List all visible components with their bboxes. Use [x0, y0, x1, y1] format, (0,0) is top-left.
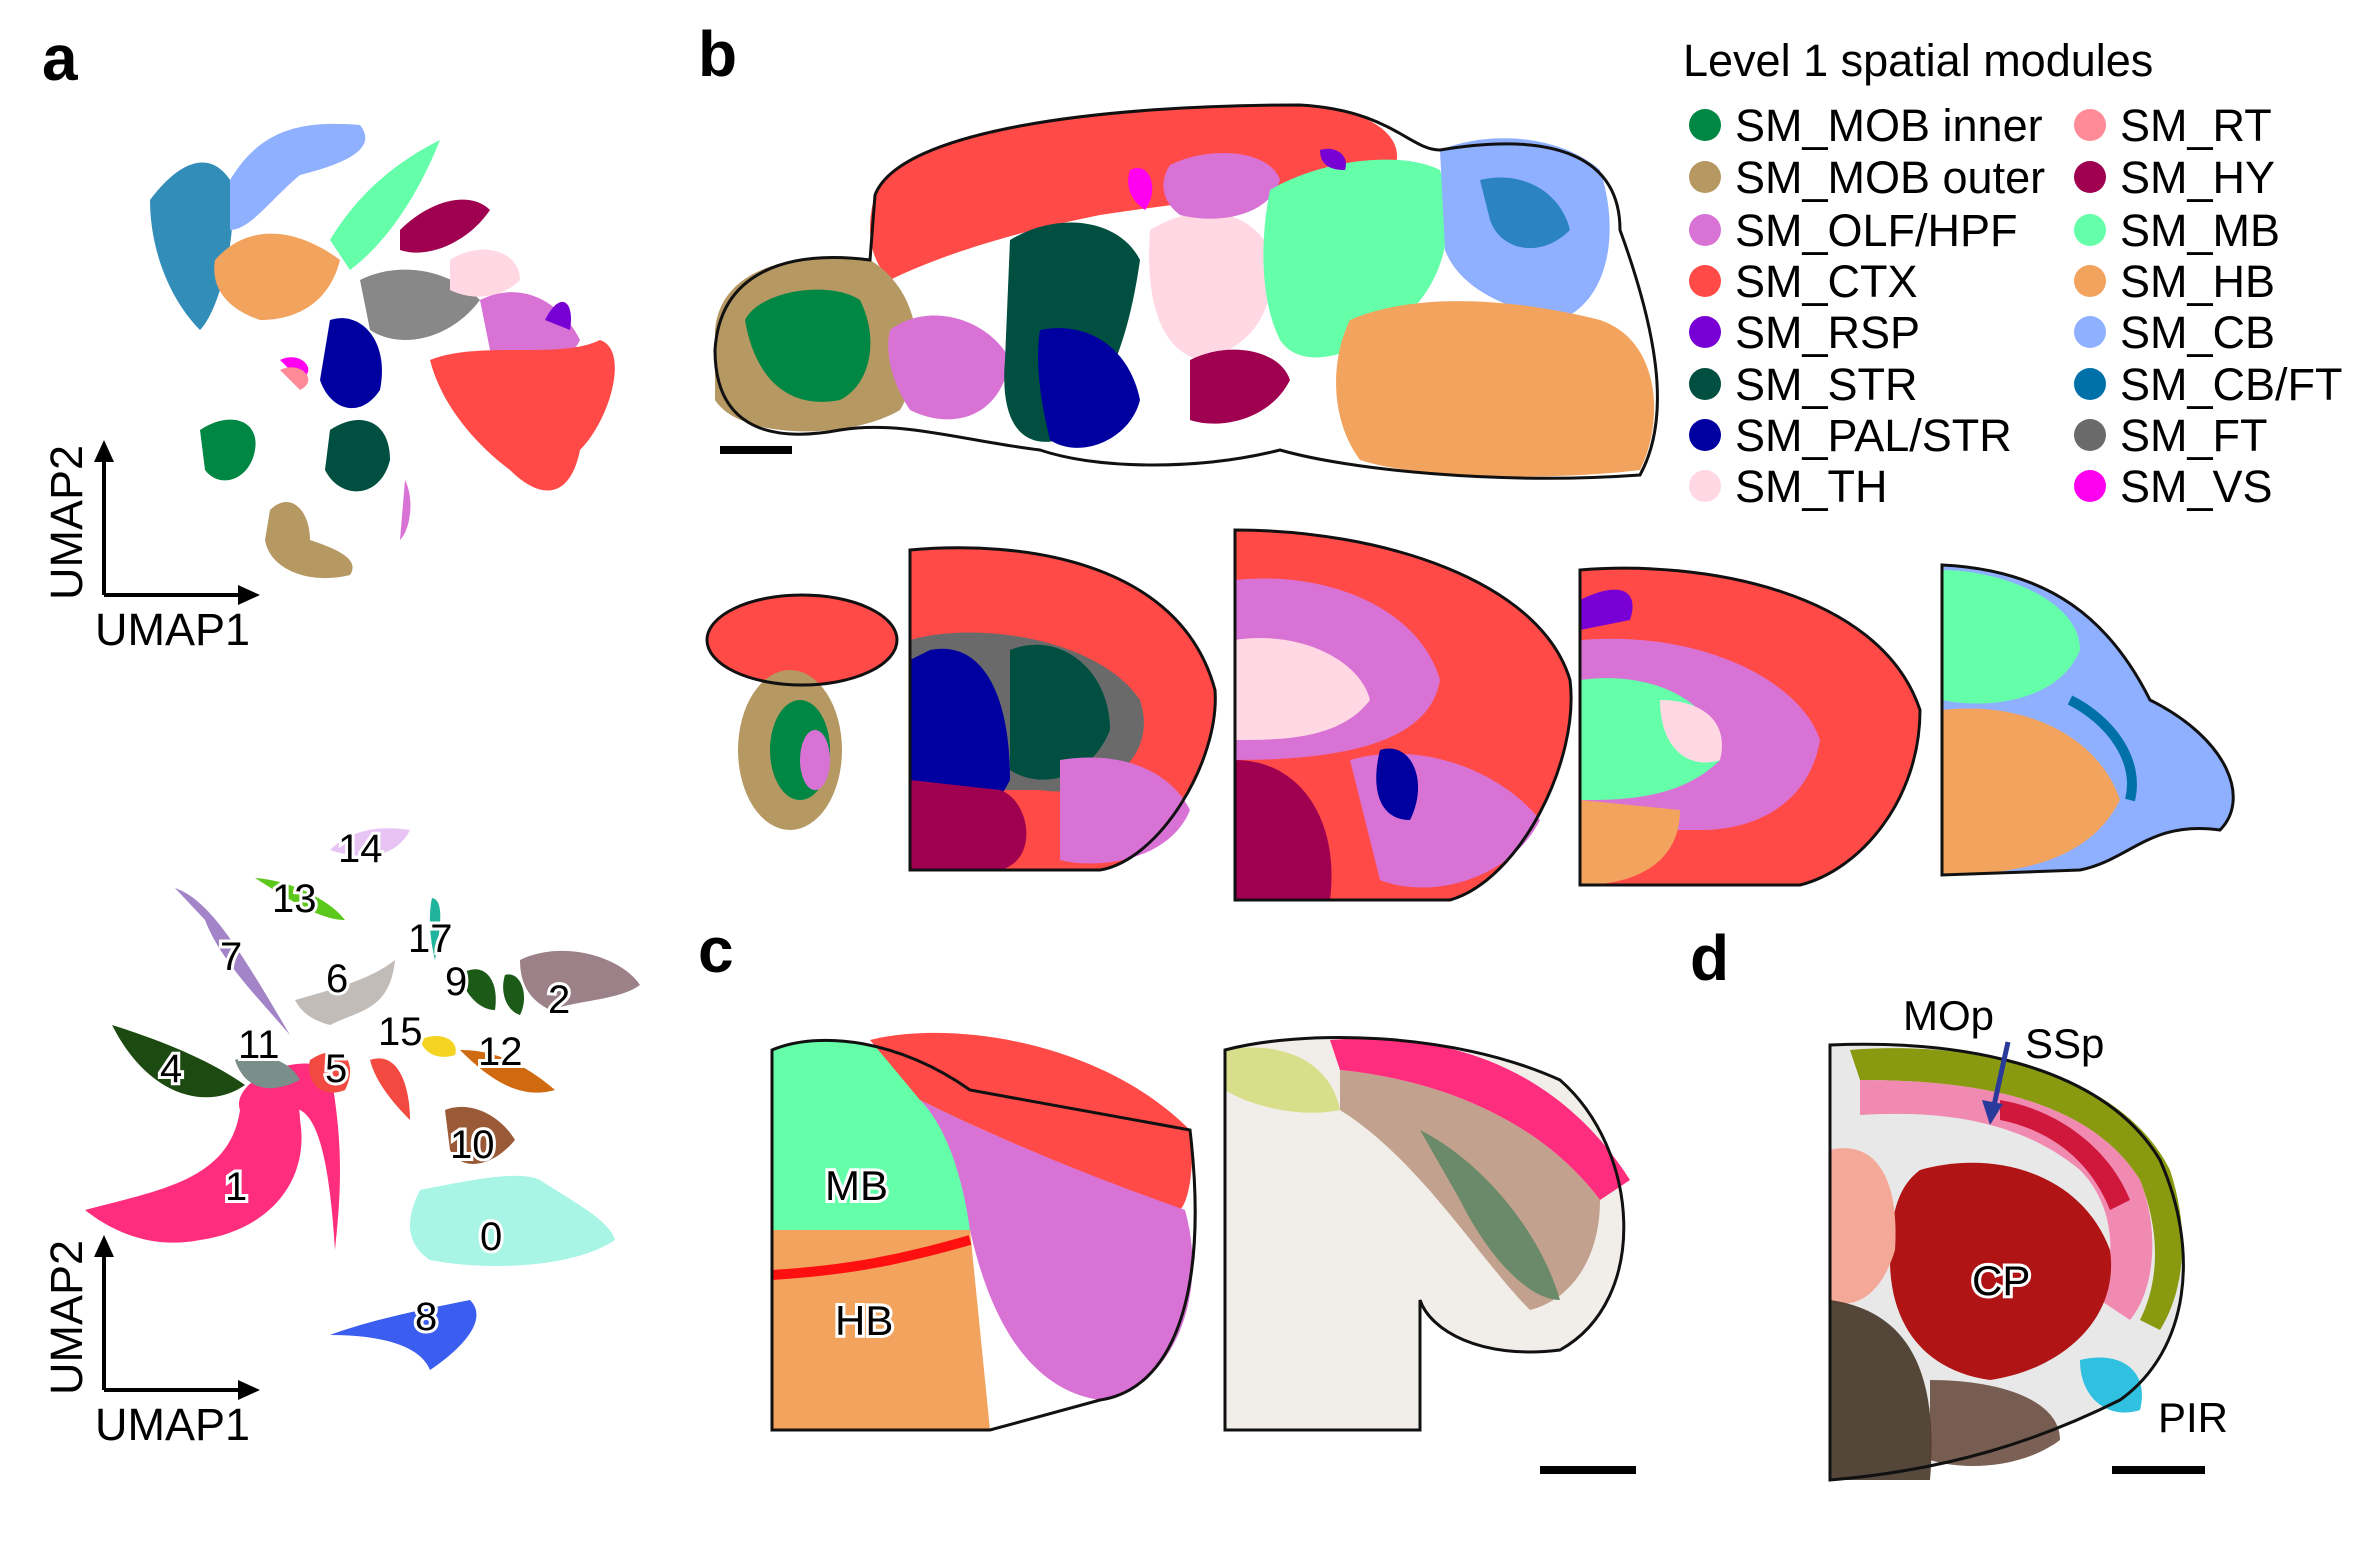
region-label-pir: PIR — [2158, 1394, 2228, 1441]
panel-c-cluster-section — [1223, 1036, 1636, 1474]
legend-item: SM_RSP — [1689, 307, 1920, 358]
region-label-mb: MB — [825, 1162, 888, 1209]
legend-swatch — [1689, 161, 1721, 193]
coronal-section-5 — [1940, 563, 2235, 877]
legend-swatch — [1689, 214, 1721, 246]
cluster-label: 1 — [225, 1165, 247, 1209]
coronal-section-3 — [1233, 528, 1573, 902]
cluster-label: 12 — [478, 1030, 523, 1074]
legend-swatch — [2074, 368, 2106, 400]
umap-axes-bottom: UMAP1 UMAP2 — [41, 1235, 260, 1450]
panel-label-d: d — [1690, 922, 1729, 994]
cluster-label: 5 — [325, 1047, 347, 1091]
coronal-section-2 — [908, 546, 1217, 872]
cluster-label: 13 — [272, 877, 317, 921]
legend-item: SM_FT — [2074, 410, 2268, 461]
legend-item: SM_TH — [1689, 461, 1888, 512]
legend-swatch — [1689, 368, 1721, 400]
legend-item: SM_STR — [1689, 359, 1918, 410]
mop-arrow — [1990, 1041, 2011, 1111]
legend-swatch — [2074, 214, 2106, 246]
legend-item: SM_HY — [2074, 152, 2275, 203]
legend-swatch — [2074, 316, 2106, 348]
umap-clusters — [85, 828, 640, 1370]
legend-label: SM_MOB inner — [1735, 100, 2043, 151]
cluster-label: 17 — [408, 917, 453, 961]
cluster-label: 11 — [238, 1023, 280, 1067]
legend-item: SM_HB — [2074, 256, 2275, 307]
legend-label: SM_OLF/HPF — [1735, 205, 2018, 256]
legend-label: SM_HB — [2120, 256, 2275, 307]
legend-label: SM_STR — [1735, 359, 1918, 410]
umap-spatial-modules — [150, 123, 615, 579]
region-label-ssp: SSp — [2025, 1020, 2104, 1067]
panel-c-module-section: MB HB — [770, 1032, 1197, 1432]
legend-label: SM_HY — [2120, 152, 2275, 203]
legend-swatch — [2074, 419, 2106, 451]
legend-item: SM_PAL/STR — [1689, 410, 2012, 461]
cluster-label: 0 — [480, 1215, 502, 1259]
legend-label: SM_MOB outer — [1735, 152, 2045, 203]
legend-item: SM_OLF/HPF — [1689, 205, 2018, 256]
legend-swatch — [2074, 265, 2106, 297]
legend-label: SM_MB — [2120, 205, 2280, 256]
umap2-label: UMAP2 — [41, 1240, 92, 1395]
legend-label: SM_RT — [2120, 100, 2272, 151]
cluster-label: 8 — [415, 1295, 437, 1339]
legend-item: SM_MOB inner — [1689, 100, 2043, 151]
legend-swatch — [1689, 109, 1721, 141]
cluster-label: 4 — [160, 1047, 182, 1091]
legend: Level 1 spatial modules — [1683, 35, 2153, 86]
panel-label-c: c — [698, 914, 734, 986]
umap1-label: UMAP1 — [95, 604, 250, 655]
legend-item: SM_RT — [2074, 100, 2272, 151]
cluster-label: 6 — [326, 957, 348, 1001]
legend-swatch — [1689, 470, 1721, 502]
panel-d-section: MOp SSp CP PIR — [1828, 989, 2231, 1482]
cluster-label: 7 — [220, 935, 242, 979]
legend-item: SM_MOB outer — [1689, 152, 2045, 203]
legend-swatch — [1689, 316, 1721, 348]
coronal-section-1 — [705, 593, 899, 830]
umap1-label: UMAP1 — [95, 1399, 250, 1450]
arrow-head-icon — [1982, 1100, 2003, 1125]
legend-item: SM_VS — [2074, 461, 2273, 512]
legend-label: SM_CTX — [1735, 256, 1918, 307]
legend-swatch — [1689, 419, 1721, 451]
panel-label-a: a — [42, 22, 78, 94]
sagittal-section — [713, 103, 1659, 480]
legend-label: SM_RSP — [1735, 307, 1920, 358]
legend-label: SM_CB/FT — [2120, 359, 2343, 410]
legend-swatch — [2074, 109, 2106, 141]
legend-swatch — [2074, 161, 2106, 193]
legend-swatch — [2074, 470, 2106, 502]
legend-title: Level 1 spatial modules — [1683, 35, 2153, 86]
panel-label-b: b — [698, 18, 737, 90]
legend-label: SM_FT — [2120, 410, 2268, 461]
cluster-label: 15 — [378, 1010, 423, 1054]
legend-label: SM_PAL/STR — [1735, 410, 2012, 461]
coronal-section-4 — [1578, 566, 1922, 887]
legend-label: SM_VS — [2120, 461, 2273, 512]
umap-axes-top: UMAP1 UMAP2 — [41, 440, 260, 655]
legend-item: SM_CB/FT — [2074, 359, 2343, 410]
cluster-label: 10 — [450, 1123, 495, 1167]
cluster-labels: 14 13 7 17 6 9 2 11 15 12 4 5 10 1 0 8 — [157, 824, 573, 1342]
coronal-sections — [705, 528, 2235, 902]
legend-item: SM_MB — [2074, 205, 2280, 256]
cluster-label: 2 — [548, 978, 570, 1022]
umap2-label: UMAP2 — [41, 445, 92, 600]
region-label-cp: CP — [1972, 1257, 2030, 1304]
legend-swatch — [1689, 265, 1721, 297]
legend-item: SM_CB — [2074, 307, 2275, 358]
legend-label: SM_TH — [1735, 461, 1888, 512]
cluster-label: 14 — [338, 827, 383, 871]
region-label-mop: MOp — [1903, 992, 1994, 1039]
region-label-hb: HB — [835, 1297, 893, 1344]
legend-item: SM_CTX — [1689, 256, 1918, 307]
legend-label: SM_CB — [2120, 307, 2275, 358]
cluster-label: 9 — [445, 960, 467, 1004]
